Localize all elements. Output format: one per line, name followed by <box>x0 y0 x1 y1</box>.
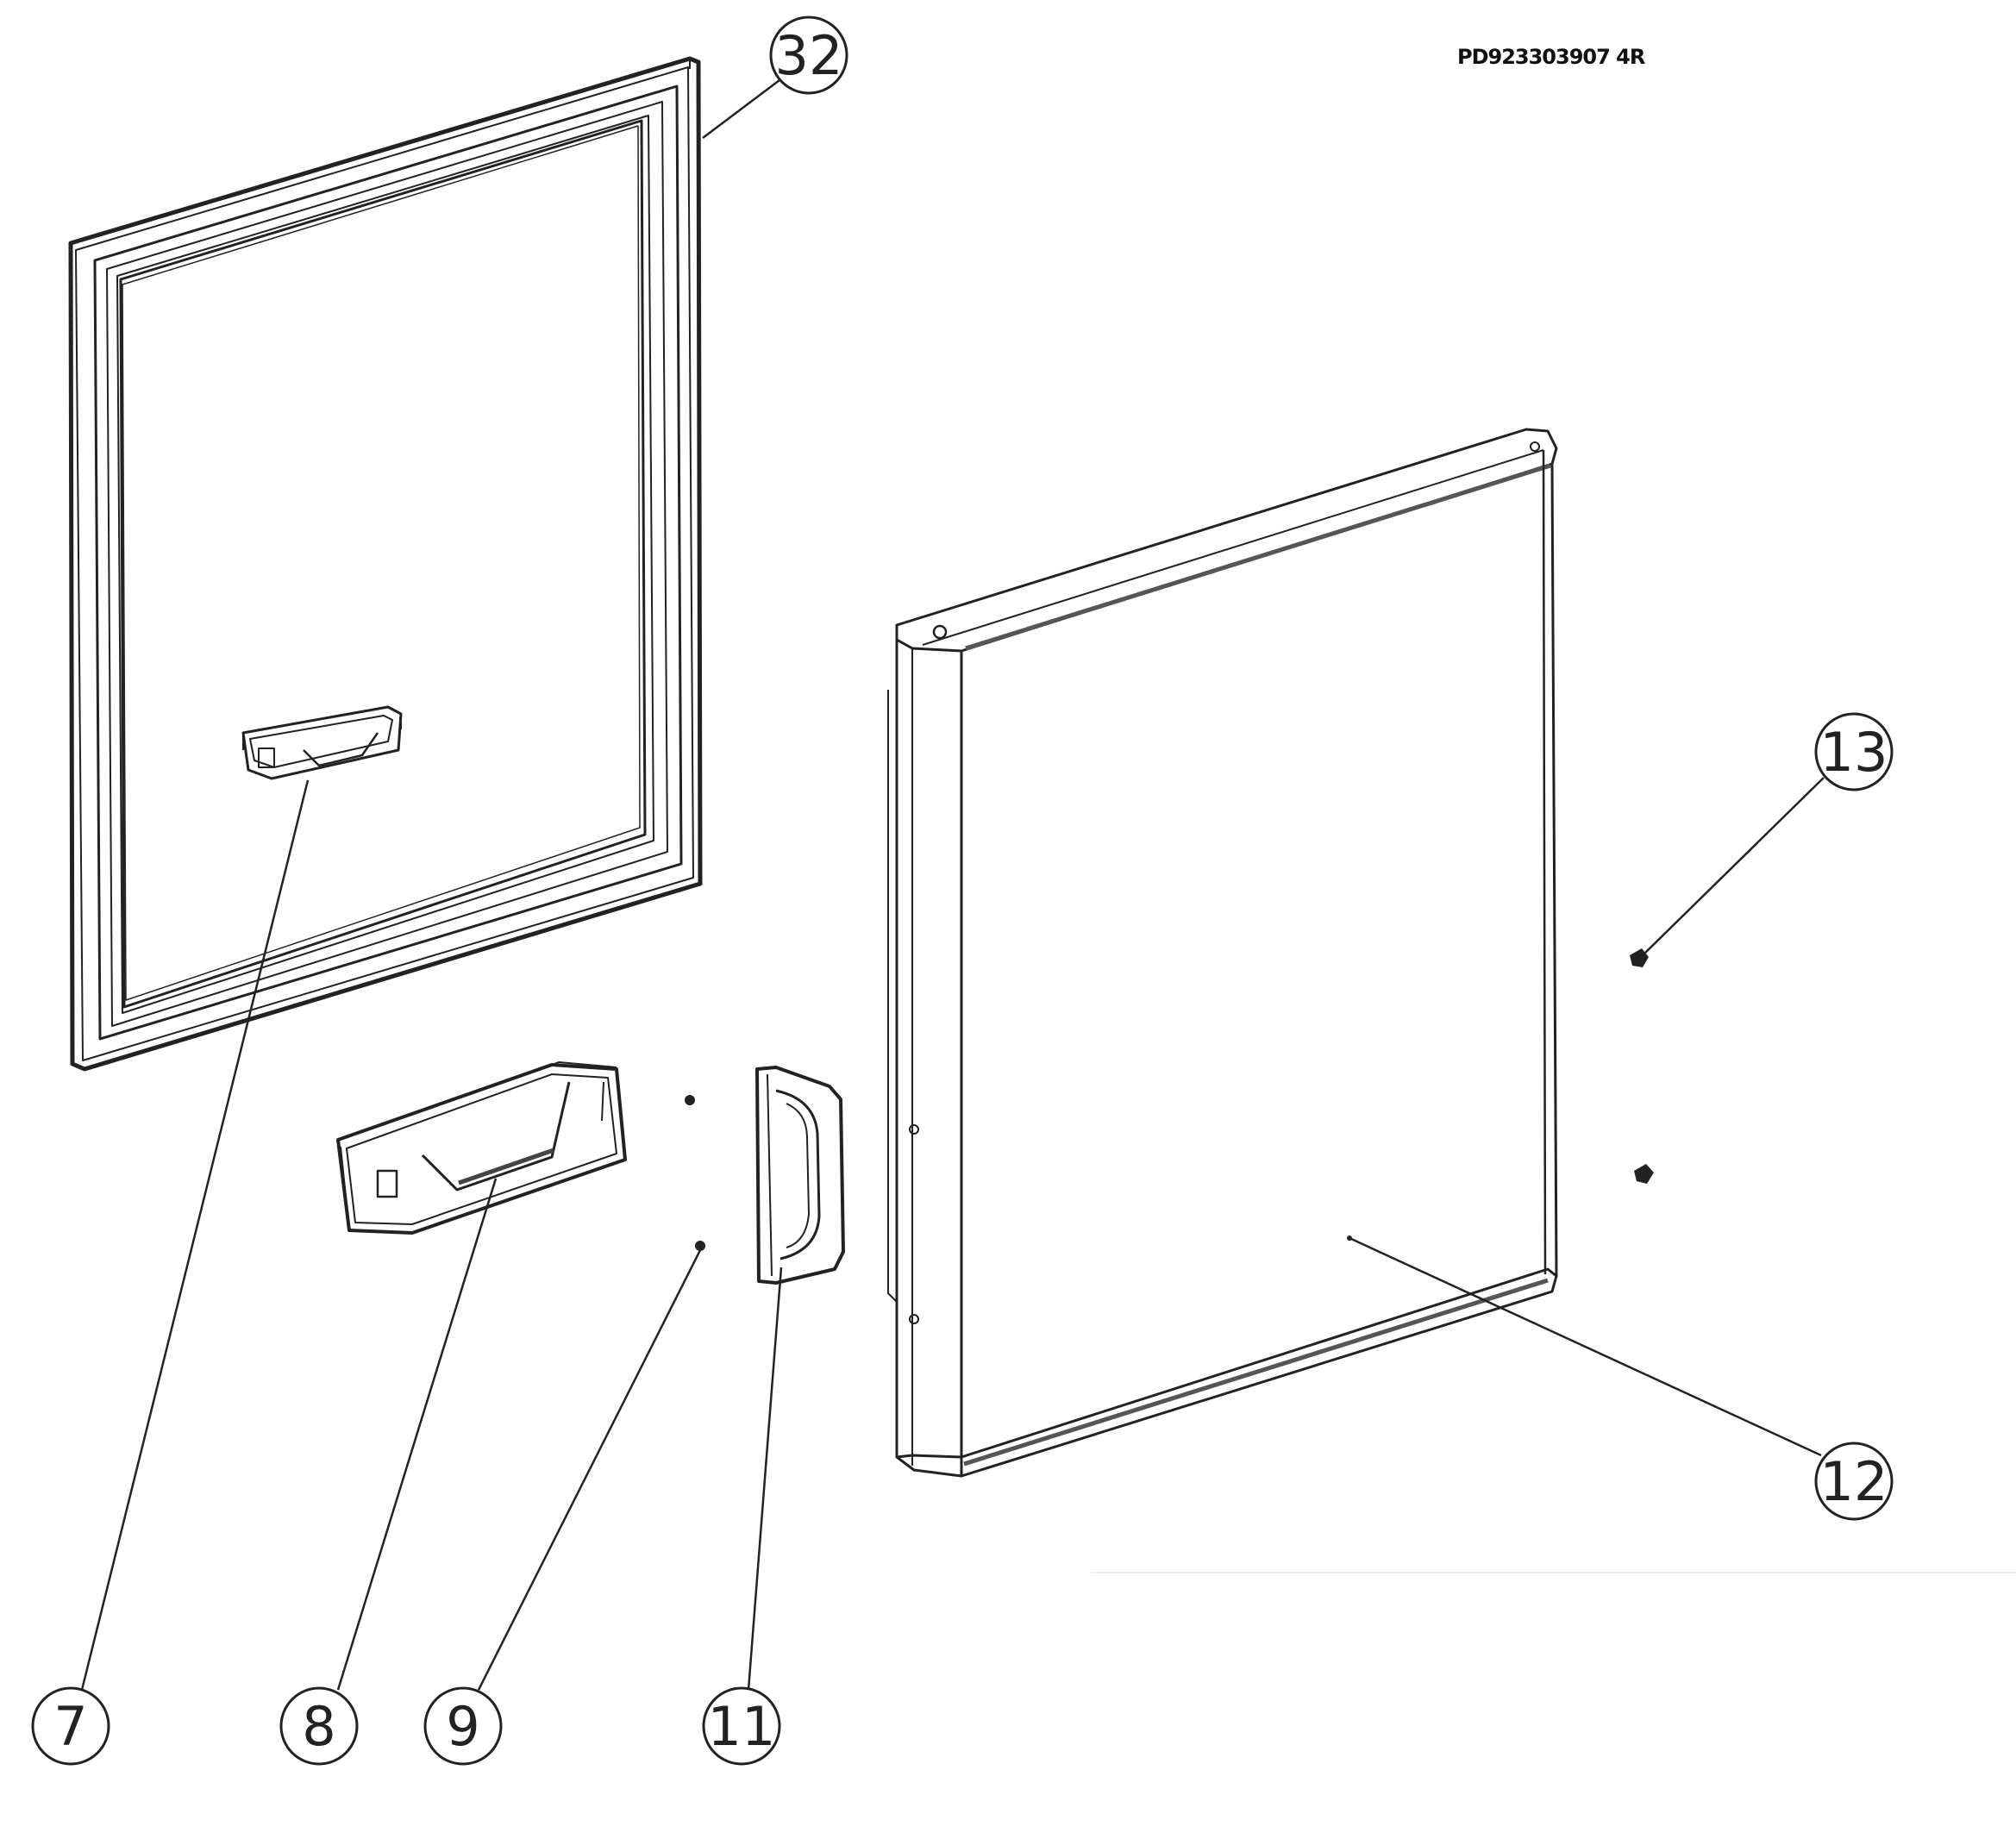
large-door-shelf <box>336 1061 627 1235</box>
svg-text:7: 7 <box>53 1695 87 1758</box>
door-liner-frame <box>68 56 703 1072</box>
callout-12: 12 <box>1814 1442 1894 1521</box>
door-panel <box>887 428 1558 1478</box>
drawing-code: PD923303907 4R <box>1457 45 1645 69</box>
svg-text:32: 32 <box>775 24 843 87</box>
hinge-caps <box>1630 948 1654 1184</box>
callout-13: 13 <box>1814 712 1894 791</box>
svg-text:12: 12 <box>1820 1450 1888 1513</box>
screws <box>685 1095 705 1251</box>
door-handle <box>755 1066 845 1285</box>
callout-11: 11 <box>702 1686 781 1766</box>
svg-text:11: 11 <box>708 1695 776 1758</box>
callout-8: 8 <box>279 1686 359 1766</box>
svg-text:8: 8 <box>302 1695 335 1758</box>
callout-32: 32 <box>769 16 848 95</box>
callout-7: 7 <box>31 1686 110 1766</box>
svg-text:13: 13 <box>1820 721 1888 784</box>
leader-lines <box>80 79 1825 1691</box>
callout-9: 9 <box>423 1686 503 1766</box>
svg-text:9: 9 <box>446 1695 479 1758</box>
small-door-shelf <box>241 705 403 780</box>
